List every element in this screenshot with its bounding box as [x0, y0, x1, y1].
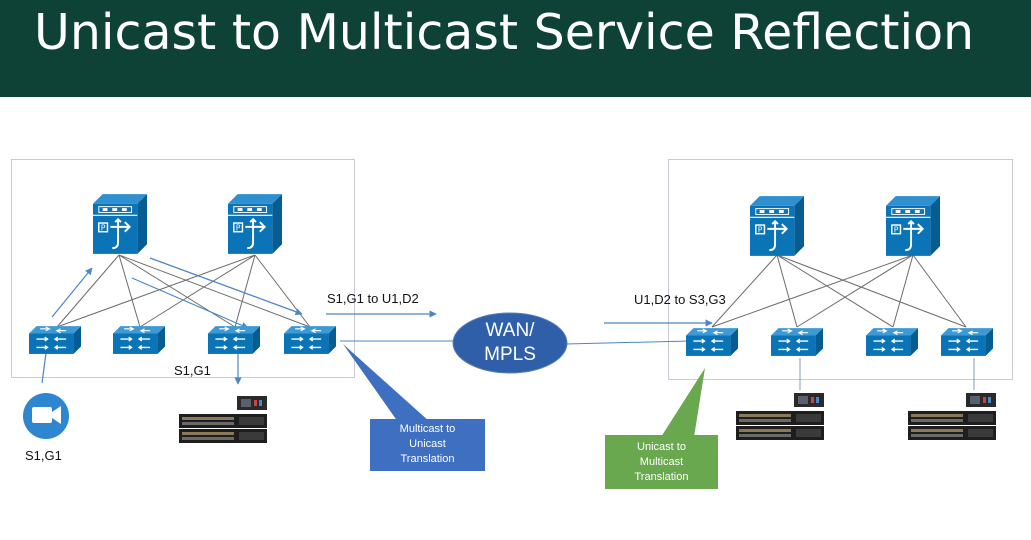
left-multicast-flow [41, 257, 303, 385]
right-receiver-rack-1-icon [736, 393, 824, 440]
receiver-label: S1,G1 [174, 363, 211, 378]
right-switch-1-icon [686, 328, 738, 356]
callout-right-shape [605, 368, 718, 489]
right-switch-4-icon [941, 328, 993, 356]
left-router-1-icon [93, 194, 147, 254]
camera-icon [23, 393, 69, 439]
camera-label: S1,G1 [25, 448, 62, 463]
left-router-2-icon [228, 194, 282, 254]
callout-left-text: Multicast to Unicast Translation [399, 423, 456, 465]
right-switch-2-icon [771, 328, 823, 356]
wan-links [340, 340, 691, 345]
title-bar: Unicast to Multicast Service Reflection [0, 0, 1031, 97]
right-router-2-icon [886, 196, 940, 256]
wan-oval [452, 312, 568, 374]
flow-label-left: S1,G1 to U1,D2 [327, 291, 419, 306]
unicast-flow-arrows [326, 310, 713, 327]
right-router-1-icon [750, 196, 804, 256]
callout-left-shape [343, 344, 485, 471]
wan-label: WAN/ MPLS [484, 320, 536, 365]
right-receiver-rack-2-icon [908, 393, 996, 440]
right-mesh-links [711, 254, 967, 328]
left-receiver-rack-icon [179, 396, 267, 443]
left-switch-2-icon [113, 326, 165, 354]
right-switch-3-icon [866, 328, 918, 356]
flow-label-right: U1,D2 to S3,G3 [634, 292, 726, 307]
right-receiver-drops [799, 358, 975, 390]
callout-right-text: Unicast to Multicast Translation [634, 441, 689, 483]
left-switch-1-icon [29, 326, 81, 354]
left-switch-3-icon [208, 326, 260, 354]
left-mesh-links [56, 254, 311, 328]
page-title: Unicast to Multicast Service Reflection [34, 4, 975, 61]
left-switch-4-icon [284, 326, 336, 354]
